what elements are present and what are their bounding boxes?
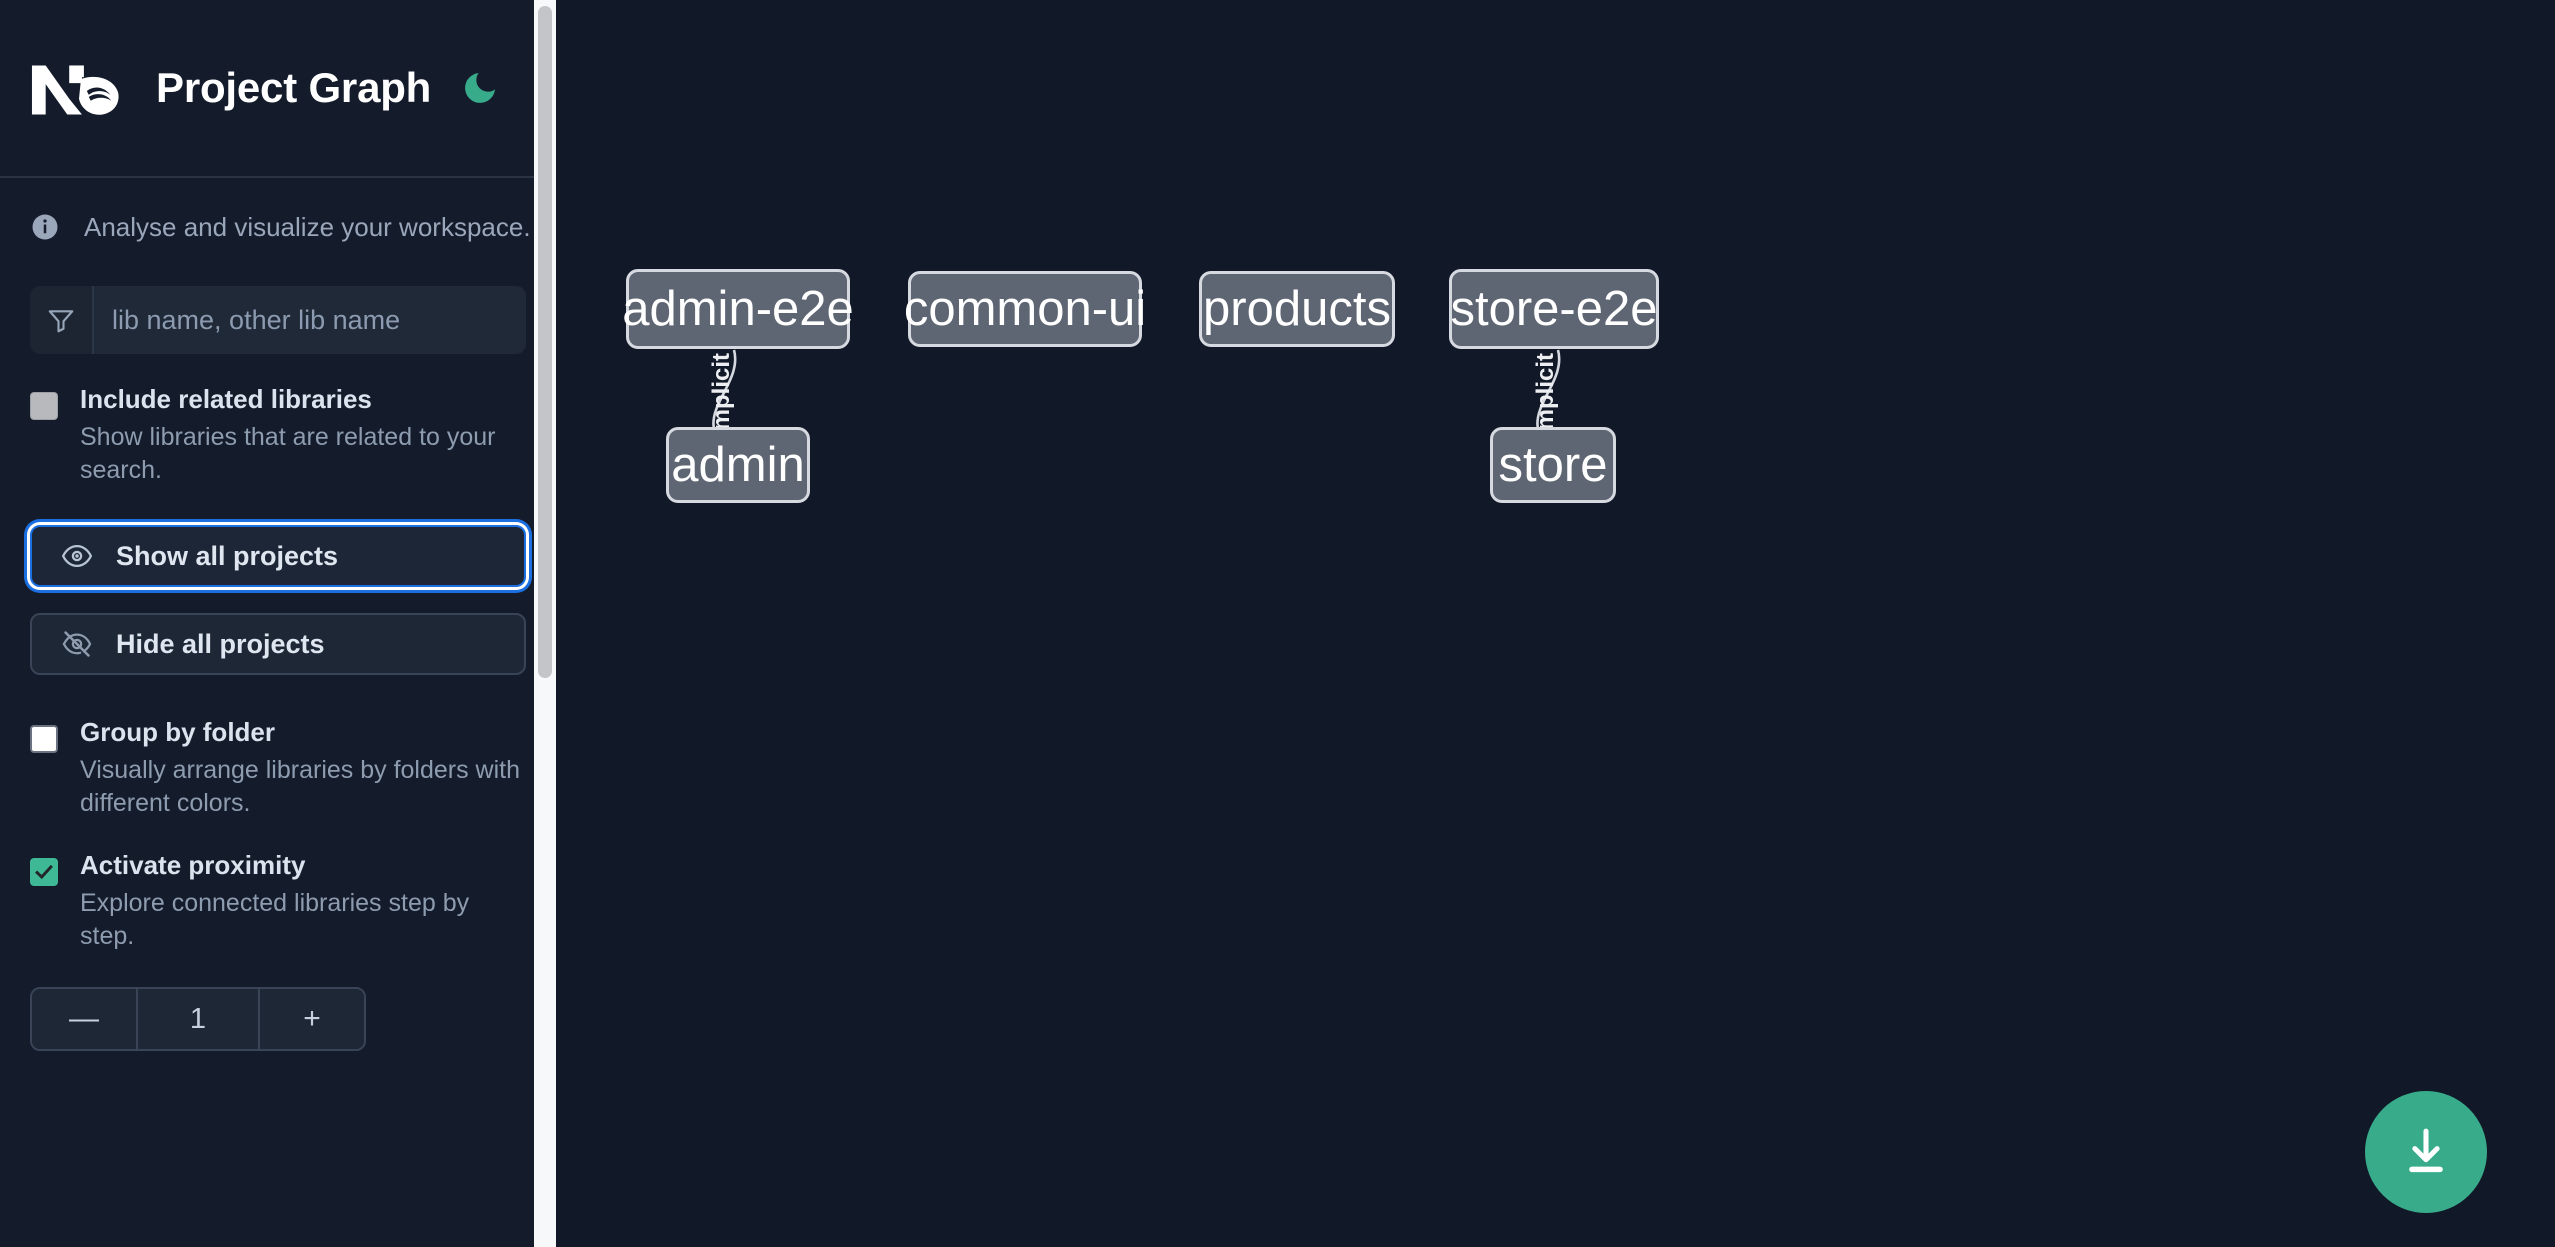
option-group-by-folder[interactable]: Group by folder Visually arrange librari… [0, 719, 556, 820]
show-all-projects-label: Show all projects [116, 540, 339, 571]
group-by-folder-description: Visually arrange libraries by folders wi… [80, 756, 521, 817]
edge-label-store-e2e-to-store: implicit [1532, 352, 1559, 437]
show-all-projects-button[interactable]: Show all projects [30, 525, 526, 587]
graph-node-store-e2e[interactable]: store-e2e [1449, 269, 1659, 349]
download-graph-button[interactable] [2365, 1091, 2487, 1213]
hide-all-projects-wrap: Hide all projects [0, 613, 556, 675]
graph-node-admin-e2e[interactable]: admin-e2e [622, 269, 854, 349]
hide-all-projects-label: Hide all projects [116, 628, 325, 659]
proximity-stepper[interactable]: — 1 + [30, 987, 366, 1051]
graph-node-common-ui[interactable]: common-ui [904, 271, 1146, 347]
option-include-related-libraries[interactable]: Include related libraries Show libraries… [0, 386, 556, 487]
sidebar-scrollbar-thumb[interactable] [538, 6, 552, 678]
info-icon [30, 212, 60, 242]
nx-logo-icon [30, 57, 128, 119]
workspace-description: Analyse and visualize your workspace. [0, 178, 556, 276]
activate-proximity-label: Activate proximity [80, 850, 306, 880]
filter-box[interactable] [30, 286, 526, 354]
activate-proximity-description: Explore connected libraries step by step… [80, 889, 470, 950]
proximity-decrement-button[interactable]: — [32, 989, 136, 1049]
group-by-folder-checkbox[interactable] [30, 725, 58, 753]
sidebar-header: Project Graph [0, 0, 556, 178]
filter-row [0, 276, 556, 354]
show-all-projects-wrap: Show all projects [0, 525, 556, 587]
eye-icon [60, 539, 94, 573]
stepper-divider-right [258, 989, 260, 1049]
sidebar: Project Graph Analyse and visualize yo [0, 0, 556, 1247]
proximity-value: 1 [138, 989, 258, 1049]
app-title: Project Graph [156, 64, 432, 111]
option-activate-proximity[interactable]: Activate proximity Explore connected lib… [0, 852, 556, 953]
graph-node-store[interactable]: store [1490, 427, 1616, 503]
moon-icon[interactable] [457, 65, 503, 111]
edge-label-admin-e2e-to-admin: implicit [708, 352, 735, 437]
stepper-divider-left [136, 989, 138, 1049]
filter-input[interactable] [94, 286, 526, 354]
graph-edges-layer [705, 349, 1561, 444]
download-icon [2409, 1128, 2443, 1173]
graph-canvas[interactable]: implicit implicit admin-e2e common-ui pr… [556, 0, 2555, 1247]
include-related-libraries-label: Include related libraries [80, 384, 372, 414]
include-related-libraries-checkbox[interactable] [30, 392, 58, 420]
graph-node-products[interactable]: products [1199, 271, 1395, 347]
proximity-stepper-wrap: — 1 + [0, 987, 556, 1051]
hide-all-projects-button[interactable]: Hide all projects [30, 613, 526, 675]
include-related-libraries-description: Show libraries that are related to your … [80, 423, 496, 484]
group-by-folder-label: Group by folder [80, 717, 275, 747]
graph-node-admin[interactable]: admin [666, 427, 810, 503]
activate-proximity-checkbox[interactable] [30, 858, 58, 886]
workspace-description-text: Analyse and visualize your workspace. [84, 211, 531, 242]
eye-off-icon [60, 627, 94, 661]
proximity-increment-button[interactable]: + [260, 989, 364, 1049]
sidebar-scrollbar[interactable] [534, 0, 556, 1247]
funnel-icon[interactable] [30, 286, 94, 354]
